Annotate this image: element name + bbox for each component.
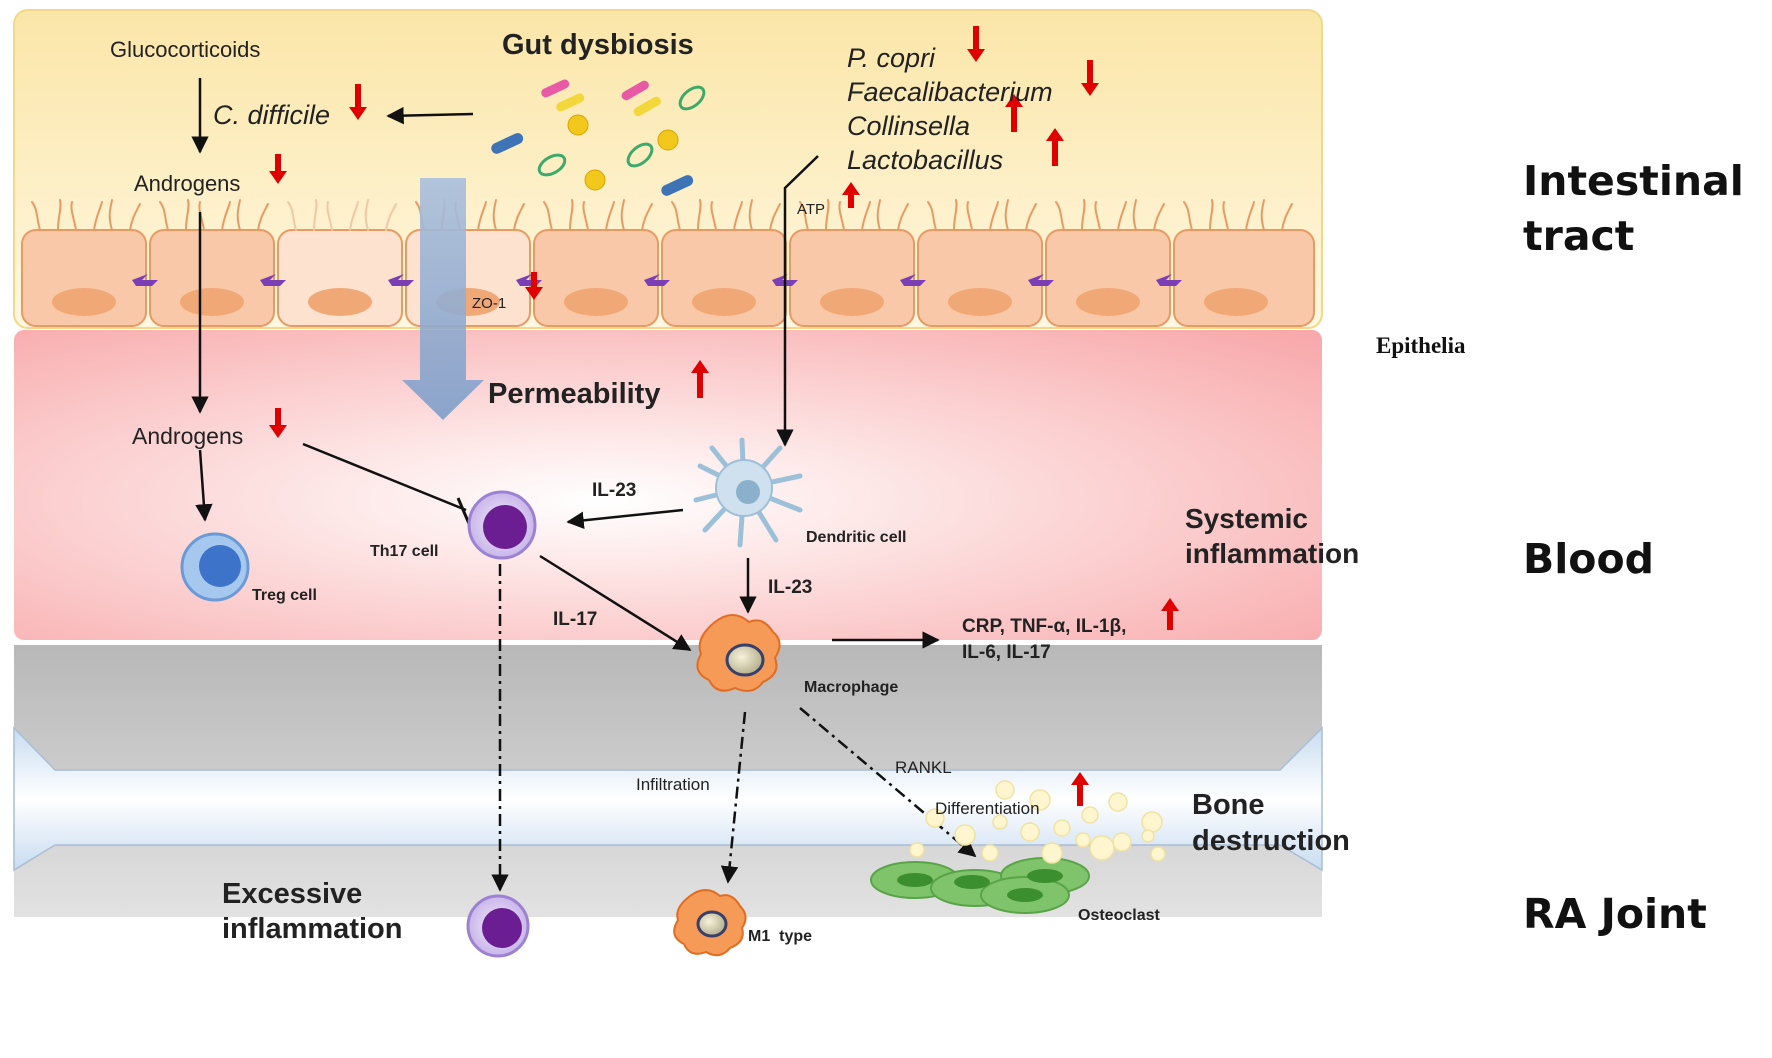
androgens-gut-label: Androgens: [134, 171, 240, 196]
m1-type-label: M1 type: [748, 928, 812, 945]
dashed-pathway-arrows: [491, 564, 977, 892]
dendritic-cell-icon: [693, 437, 803, 548]
permeability-label: Permeability: [488, 378, 660, 410]
change-indicator-arrows: [269, 26, 1179, 806]
androgens-blood-label: Androgens: [132, 423, 243, 449]
excessive-inflammation-label-2: inflammation: [222, 913, 402, 945]
bacteria-change-arrow-4-up-icon: [1046, 128, 1064, 166]
tight-junction-icons: [132, 274, 1182, 286]
zo1-change-arrow-down-icon: [525, 272, 543, 300]
bacteria-item-3: Collinsella: [847, 111, 970, 141]
systemic-inflammation-label-2: inflammation: [1185, 538, 1359, 569]
epithelia-label: Epithelia: [1376, 333, 1466, 358]
cytokines-label-2: IL-6, IL-17: [962, 642, 1051, 663]
differentiation-change-arrow-up-icon: [1071, 772, 1089, 806]
il17-label: IL-17: [553, 609, 597, 630]
macrophage-label: Macrophage: [804, 679, 898, 696]
region-label-intestinal-1: Intestinal: [1523, 157, 1744, 205]
differentiation-label: Differentiation: [935, 799, 1040, 818]
blood-region: [14, 330, 1322, 640]
bone-fragments-icon: [909, 780, 1166, 864]
excessive-inflammation-label-1: Excessive: [222, 878, 362, 910]
dendritic-cell-label: Dendritic cell: [806, 529, 906, 546]
th17-cell-icon: [467, 490, 537, 560]
rankl-label: RANKL: [895, 758, 952, 777]
region-label-intestinal-2: tract: [1523, 212, 1634, 260]
treg-label: Treg cell: [252, 587, 317, 604]
permeability-change-arrow-up-icon: [691, 360, 709, 398]
atp-change-arrow-up-icon: [842, 182, 860, 208]
m1-macrophage-icon: [673, 889, 747, 957]
region-label-joint: RA Joint: [1523, 890, 1707, 938]
bacteria-item-1: P. copri: [847, 43, 936, 73]
osteoclast-label: Osteoclast: [1078, 907, 1160, 924]
bacteria-cluster-icon: [491, 79, 706, 196]
bacteria-change-arrow-2-down-icon: [1081, 60, 1099, 96]
pathway-arrows: [191, 78, 940, 652]
systemic-inflammation-label-1: Systemic: [1185, 503, 1308, 534]
il23-label-1: IL-23: [592, 480, 636, 501]
treg-cell-icon: [180, 532, 250, 602]
c-difficile-label: C. difficile: [213, 100, 330, 130]
bacteria-change-arrow-1-down-icon: [967, 26, 985, 62]
gut-dysbiosis-label: Gut dysbiosis: [502, 29, 694, 61]
osteoclast-icon: [870, 857, 1090, 914]
androgens-blood-change-arrow-down-icon: [269, 408, 287, 438]
bone-destruction-label-1: Bone: [1192, 789, 1265, 821]
permeability-arrow: [402, 178, 484, 420]
cytokines-change-arrow-up-icon: [1161, 598, 1179, 630]
infiltration-label: Infiltration: [636, 775, 710, 794]
il23-label-2: IL-23: [768, 577, 812, 598]
th17-joint-cell-icon: [466, 894, 530, 958]
atp-label: ATP: [797, 201, 825, 218]
c-difficile-change-arrow-down-icon: [349, 84, 367, 120]
region-label-blood: Blood: [1523, 535, 1654, 583]
joint-cavity: [13, 726, 1323, 872]
glucocorticoids-label: Glucocorticoids: [110, 37, 260, 62]
cytokines-label-1: CRP, TNF-α, IL-1β,: [962, 616, 1126, 637]
th17-label: Th17 cell: [370, 543, 438, 560]
zo1-label: ZO-1: [472, 295, 506, 312]
bone-destruction-label-2: destruction: [1192, 825, 1350, 857]
bacteria-item-2: Faecalibacterium: [847, 77, 1053, 107]
bacteria-item-4: Lactobacillus: [847, 145, 1003, 175]
epithelium-layer: [21, 199, 1315, 327]
macrophage-icon: [696, 614, 781, 692]
androgens-gut-change-arrow-down-icon: [269, 154, 287, 184]
bacteria-change-arrow-3-up-icon: [1005, 94, 1023, 132]
